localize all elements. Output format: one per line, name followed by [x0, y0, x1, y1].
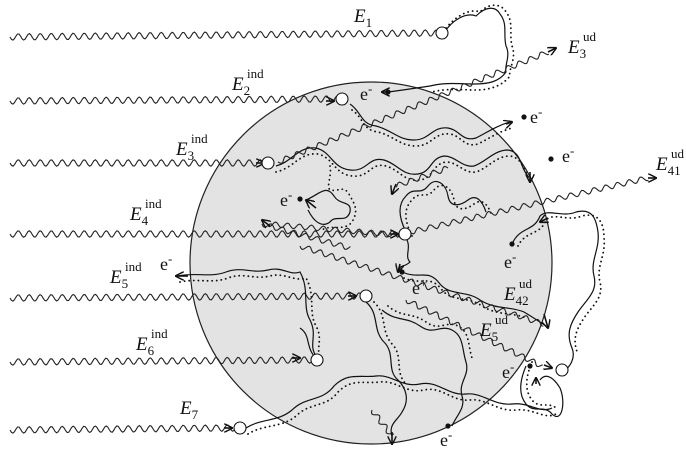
label-e5-ind: E5 — [109, 267, 128, 291]
electron-label: e- — [562, 143, 574, 166]
secondary-photon — [395, 165, 449, 188]
label-e4-ind: E4 — [129, 204, 149, 228]
electron-label: e- — [360, 81, 372, 104]
secondary-photon — [277, 51, 550, 164]
label-e3-ind: E3 — [175, 139, 194, 163]
trajectory-e3 — [275, 147, 529, 177]
label-e5-ud: E5 — [479, 320, 498, 344]
label-e6-ind: E6 — [135, 334, 155, 358]
label-e7: E7 — [179, 398, 199, 422]
interaction-points — [233, 26, 569, 435]
trajectory-e3-branch — [305, 189, 351, 225]
label-e3-ud: E3 — [567, 37, 586, 61]
trajectory-e6 — [365, 301, 407, 437]
label-e3-ind-sup: ind — [191, 131, 208, 146]
secondary-photon — [267, 221, 411, 239]
incident-photon — [9, 356, 312, 366]
electron-label: e- — [502, 359, 514, 382]
secondary-photon — [299, 245, 544, 327]
secondary-photon-waves — [261, 51, 649, 435]
target-sphere — [189, 81, 553, 445]
label-e5-ind-sup: ind — [125, 259, 142, 274]
electron-label: e- — [440, 427, 452, 450]
label-e3-ud-sup: ud — [583, 29, 597, 44]
electron-label: e- — [280, 187, 292, 210]
trajectory-e5ud — [520, 365, 564, 417]
label-e5-ud-sup: ud — [495, 312, 509, 327]
label-e2-ind: E2 — [231, 74, 250, 98]
secondary-photon — [370, 409, 395, 435]
label-e6-ind-sup: ind — [151, 326, 168, 341]
label-e2-ind-sup: ind — [247, 66, 264, 81]
secondary-photon — [405, 299, 543, 368]
incident-photon-waves — [9, 29, 437, 434]
electron-label: e- — [504, 249, 516, 272]
label-e42-ud-sup: ud — [519, 276, 533, 291]
particle-labels: e- e- e- e- e- e- e- e- e+ — [160, 81, 574, 450]
incident-photon — [9, 424, 235, 434]
label-e41-ud: E41 — [655, 154, 681, 178]
incident-photon — [9, 292, 360, 302]
incident-photon — [9, 230, 400, 238]
incident-photon — [9, 159, 263, 167]
label-e4-ind-sup: ind — [145, 196, 162, 211]
positron-label: e+ — [412, 275, 427, 298]
secondary-photon — [409, 176, 649, 235]
trajectory-positron — [401, 271, 547, 327]
incident-photon — [9, 29, 437, 41]
electron-label: e- — [530, 104, 542, 127]
secondary-photon — [261, 223, 351, 250]
electron-label: e- — [160, 251, 172, 274]
arrowheads — [176, 48, 656, 444]
trajectory-e5 — [177, 268, 317, 357]
label-e1: E1 — [353, 6, 372, 30]
incident-photon — [9, 95, 337, 105]
photon-labels: E1 E2 ind E3 ind E4 ind E5 ind E6 ind E7… — [109, 6, 685, 422]
trajectory-e7 — [245, 375, 553, 429]
label-e42-ud: E42 — [503, 284, 529, 308]
trajectory-e4 — [399, 181, 487, 233]
electron-trajectories — [177, 4, 606, 437]
label-e41-ud-sup: ud — [671, 146, 685, 161]
trajectory-e1 — [387, 7, 509, 93]
electron-dots — [297, 89, 554, 429]
